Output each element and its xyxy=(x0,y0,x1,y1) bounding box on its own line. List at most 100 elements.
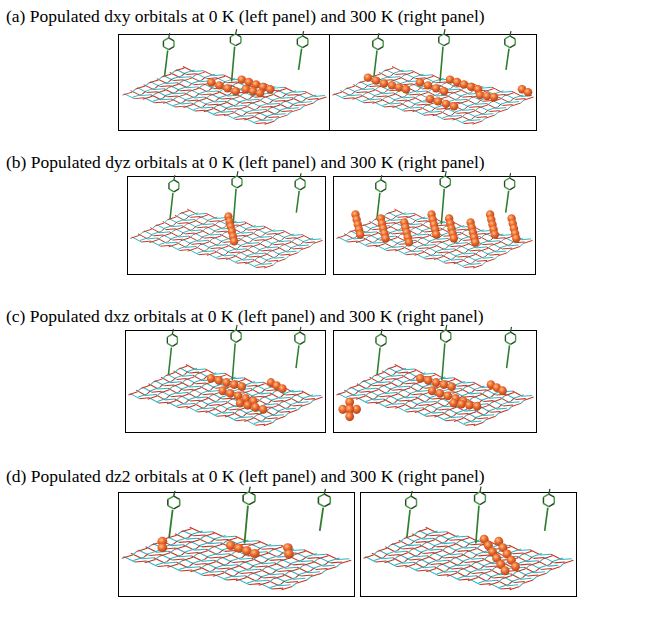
lattice-bond xyxy=(216,98,219,101)
lattice-bond xyxy=(482,397,491,400)
lattice-bond xyxy=(511,398,514,401)
phenyl-ring xyxy=(230,43,235,46)
lattice-bond xyxy=(181,238,190,241)
orbital-lobe xyxy=(226,389,234,398)
lattice-bond xyxy=(417,395,420,398)
lattice-bond xyxy=(387,366,396,369)
phenyl-ring xyxy=(441,339,446,342)
lattice-bond xyxy=(382,97,385,100)
orbital-lobe xyxy=(256,89,265,97)
lattice-bond xyxy=(206,225,215,228)
lattice-bond xyxy=(383,102,392,105)
phenyl-ring xyxy=(304,181,305,187)
phenyl-ring xyxy=(303,36,308,39)
molecule-stem xyxy=(506,191,509,213)
phenyl-ring xyxy=(381,180,386,183)
orbital-lobe xyxy=(416,374,424,383)
lattice-bond xyxy=(297,93,307,96)
lattice-bond xyxy=(273,92,276,95)
lattice-bond xyxy=(474,423,483,426)
lattice-bond xyxy=(404,72,413,75)
lattice-bond xyxy=(149,80,159,83)
lattice-bond xyxy=(273,419,276,422)
lattice-bond xyxy=(238,245,241,248)
molecule-bond xyxy=(444,29,445,34)
lattice-bond xyxy=(411,390,420,393)
lattice-bond xyxy=(257,106,260,109)
lattice-bond xyxy=(435,414,444,417)
orbital-lobe xyxy=(230,380,238,389)
lattice-bond xyxy=(454,261,463,264)
phenyl-ring xyxy=(439,43,444,46)
lattice-bond xyxy=(498,404,501,407)
lattice-bond xyxy=(371,220,374,223)
lattice-bond xyxy=(523,240,532,243)
lattice-bond xyxy=(189,83,192,86)
lattice-bond xyxy=(372,381,381,384)
lattice-bond xyxy=(198,393,201,396)
lattice-bond xyxy=(153,98,163,101)
lattice-bond xyxy=(199,399,208,402)
lattice-bond xyxy=(346,237,355,240)
lattice-bond xyxy=(194,107,204,110)
lattice-bond xyxy=(475,108,478,111)
lattice-bond xyxy=(365,236,368,239)
lattice-bond xyxy=(491,242,500,245)
lattice-bond xyxy=(366,242,375,245)
lattice-bond xyxy=(358,382,361,385)
orbital-lobe xyxy=(428,386,436,395)
lattice-bond xyxy=(270,248,279,251)
lattice-bond xyxy=(462,236,471,239)
lattice-bond xyxy=(214,111,224,114)
lattice-bond xyxy=(390,224,393,227)
lattice-bond xyxy=(381,378,384,381)
lattice-bond xyxy=(156,90,166,93)
lattice-bond xyxy=(393,105,402,108)
lattice-bond xyxy=(291,396,294,399)
lattice-bond xyxy=(524,97,533,100)
lattice-bond xyxy=(140,237,149,240)
lattice-bond xyxy=(391,380,394,383)
lattice-bond xyxy=(163,95,166,98)
lattice-bond xyxy=(164,220,167,223)
lattice-bond xyxy=(395,248,404,251)
lattice-bond xyxy=(271,391,274,394)
lattice-bond xyxy=(199,215,208,218)
lattice-panel xyxy=(336,171,532,268)
lattice-bond xyxy=(466,255,475,258)
lattice-bond xyxy=(175,68,185,71)
phenyl-ring xyxy=(294,335,295,341)
molecule-bond xyxy=(303,31,304,36)
lattice-bond xyxy=(143,229,152,232)
lattice-bond xyxy=(195,72,205,75)
lattice-bond xyxy=(394,377,403,380)
lattice-bond xyxy=(468,103,477,106)
lattice-bond xyxy=(486,259,495,262)
lattice-bond xyxy=(217,103,227,106)
phenyl-ring xyxy=(303,45,308,48)
orbital-lobe xyxy=(490,93,499,101)
lattice-bond xyxy=(159,82,169,85)
lattice-bond xyxy=(282,399,291,402)
lattice-bond xyxy=(197,250,206,253)
lattice-bond xyxy=(128,392,137,395)
lattice-bond xyxy=(219,89,222,92)
phenyl-ring xyxy=(307,39,308,45)
phenyl-ring xyxy=(240,333,241,339)
lattice-bond xyxy=(488,107,497,110)
lattice-bond xyxy=(159,242,168,245)
lattice-bond xyxy=(191,382,194,385)
lattice-bond xyxy=(215,76,225,79)
lattice-bond xyxy=(171,230,174,233)
phenyl-ring xyxy=(450,179,451,185)
lattice-bond xyxy=(444,259,453,262)
phenyl-ring xyxy=(510,187,515,190)
lattice-bond xyxy=(388,389,391,392)
lattice-panel xyxy=(130,171,322,268)
lattice-bond xyxy=(355,83,358,86)
lattice-bond xyxy=(427,246,436,249)
lattice-bond xyxy=(219,241,222,244)
lattice-bond xyxy=(362,223,371,226)
lattice-bond xyxy=(300,106,303,109)
orbital-lobe xyxy=(223,84,232,92)
